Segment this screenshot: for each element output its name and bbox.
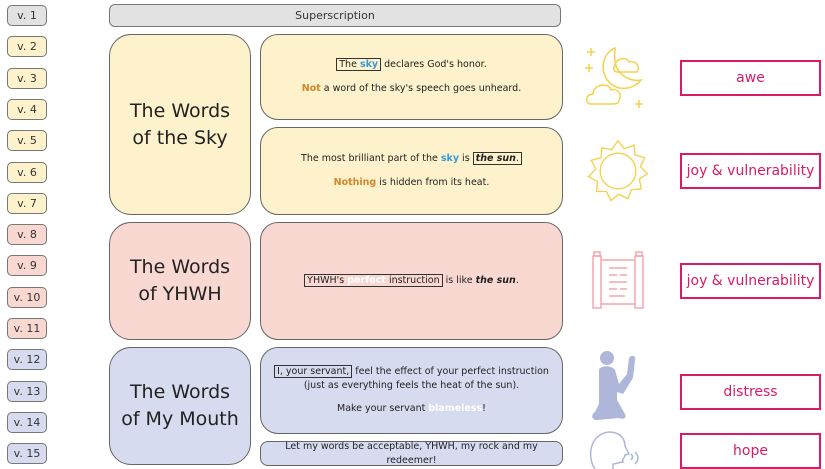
emotion-label: hope <box>680 433 821 469</box>
sun-icon <box>587 139 649 202</box>
section-words-of-sky: The Words of the Sky <box>109 34 251 215</box>
verse-label: v. 12 <box>7 349 47 371</box>
verse-label: v. 1 <box>7 5 47 26</box>
verse-label: v. 13 <box>7 380 47 402</box>
section-words-of-my-mouth: The Words of My Mouth <box>109 347 251 465</box>
verse-label: v. 2 <box>7 36 47 58</box>
verse-label: v. 11 <box>7 318 47 339</box>
subject-box: The sky <box>336 58 382 72</box>
moon-clouds-icon <box>585 46 643 108</box>
scroll-icon <box>592 251 644 309</box>
panel-verses-12-14: I, your servant, feel the effect of your… <box>260 347 563 434</box>
emotion-label: distress <box>680 374 821 410</box>
verse-label: v. 8 <box>7 224 47 246</box>
verse-label: v. 5 <box>7 130 47 152</box>
verse-label: v. 14 <box>7 411 47 433</box>
emotion-label: joy & vulnerability <box>680 263 821 299</box>
verse-label: v. 7 <box>7 192 47 214</box>
panel-verses-5-7: The most brilliant part of the sky is th… <box>260 127 563 215</box>
emotion-label: awe <box>680 60 821 96</box>
speaking-head-icon <box>589 431 639 469</box>
verse-label: v. 4 <box>7 98 47 120</box>
section-words-of-yhwh: The Words of YHWH <box>109 222 251 340</box>
verse-label: v. 3 <box>7 67 47 89</box>
verse-label: v. 10 <box>7 286 47 308</box>
emotion-label: joy & vulnerability <box>680 153 821 189</box>
kneeling-prayer-icon <box>592 351 636 420</box>
panel-verse-15: Let my words be acceptable, YHWH, my roc… <box>260 441 563 466</box>
panel-verses-8-11: YHWH's perfect instruction is like the s… <box>260 222 563 340</box>
verse-label: v. 9 <box>7 255 47 277</box>
panel-verses-1-4: The sky declares God's honor. Not a word… <box>260 34 563 120</box>
superscription-bar: Superscription <box>109 4 561 27</box>
verse-label: v. 6 <box>7 161 47 183</box>
verse-label: v. 15 <box>7 443 47 465</box>
